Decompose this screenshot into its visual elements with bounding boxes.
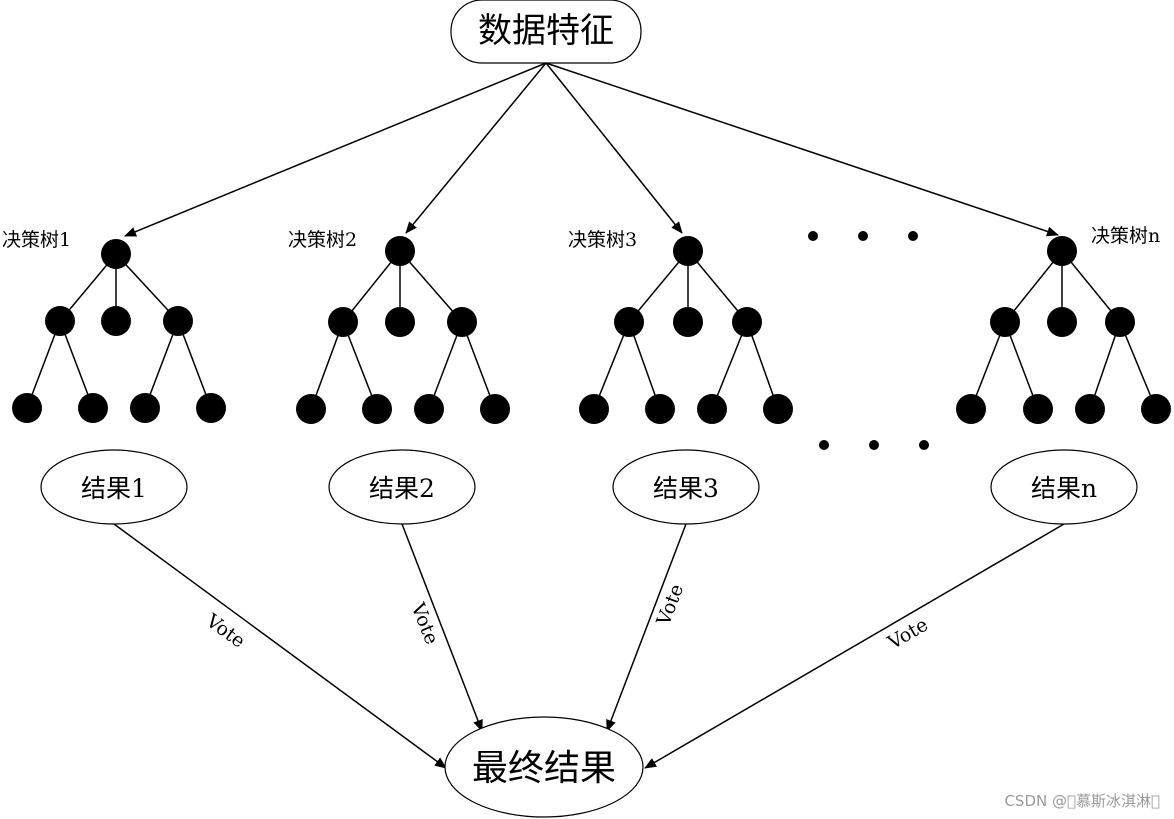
tree-node (101, 306, 131, 336)
result-node-2: 结果2 (328, 449, 476, 525)
tree-node (673, 236, 703, 266)
tree-node (697, 394, 727, 424)
input-node-label: 数据特征 (478, 11, 614, 51)
tree-1-label: 决策树1 (2, 229, 71, 251)
result-node-3: 结果3 (612, 449, 760, 525)
result-node-n: 结果n (990, 449, 1138, 525)
vote-label-n: Vote (883, 614, 931, 655)
tree-node (45, 306, 75, 336)
tree-node (414, 394, 444, 424)
tree-node (12, 393, 42, 423)
tree-node (385, 307, 415, 337)
tree-node (579, 394, 609, 424)
arrow-to-tree-1 (124, 62, 547, 237)
tree-node (385, 236, 415, 266)
tree-node (732, 307, 762, 337)
tree-node (78, 393, 108, 423)
tree-node (673, 307, 703, 337)
tree-2-label: 决策树2 (288, 229, 357, 251)
vote-arrow-1 (113, 523, 447, 769)
tree-node (163, 306, 193, 336)
tree-n-label: 决策树n (1091, 225, 1160, 247)
result-n-label: 结果n (1031, 474, 1097, 503)
decision-tree-2 (296, 236, 510, 424)
input-node: 数据特征 (450, 0, 642, 64)
tree-node (990, 307, 1020, 337)
tree-node (1141, 394, 1171, 424)
tree-node (296, 394, 326, 424)
tree-node (1047, 236, 1077, 266)
tree-node (763, 394, 793, 424)
result-node-1: 结果1 (40, 449, 188, 525)
output-node-label: 最终结果 (472, 748, 616, 789)
result-2-label: 结果2 (369, 474, 435, 503)
watermark: CSDN @ 慕斯冰淇淋  (1004, 792, 1160, 810)
tree-node (480, 394, 510, 424)
decision-tree-3 (579, 236, 793, 424)
tree-3-label: 决策树3 (568, 229, 637, 251)
tree-node (956, 394, 986, 424)
result-3-label: 结果3 (653, 474, 719, 503)
input-arrows (124, 62, 1059, 237)
vote-arrows (113, 523, 1065, 769)
ellipsis-dots-bottom (819, 440, 929, 450)
decision-tree-1 (12, 239, 226, 423)
vote-arrow-n (644, 523, 1065, 769)
ellipsis-dots-top (808, 231, 918, 241)
vote-label-1: Vote (201, 609, 249, 652)
decision-tree-n (956, 236, 1171, 424)
arrow-to-tree-3 (545, 62, 683, 234)
tree-node (328, 307, 358, 337)
arrow-to-tree-2 (405, 62, 547, 234)
tree-node (196, 393, 226, 423)
vote-label-3: Vote (652, 581, 688, 629)
output-node: 最终结果 (444, 716, 644, 818)
tree-node (101, 239, 131, 269)
tree-node (1105, 307, 1135, 337)
vote-arrow-2 (401, 523, 483, 732)
tree-node (447, 307, 477, 337)
arrow-to-tree-n (545, 62, 1059, 237)
result-1-label: 结果1 (81, 474, 147, 503)
vote-arrow-3 (606, 523, 687, 732)
tree-node (614, 307, 644, 337)
tree-node (130, 393, 160, 423)
tree-node (1023, 394, 1053, 424)
tree-node (1047, 307, 1077, 337)
vote-label-2: Vote (406, 599, 443, 647)
tree-node (362, 394, 392, 424)
tree-node (1075, 394, 1105, 424)
tree-node (645, 394, 675, 424)
